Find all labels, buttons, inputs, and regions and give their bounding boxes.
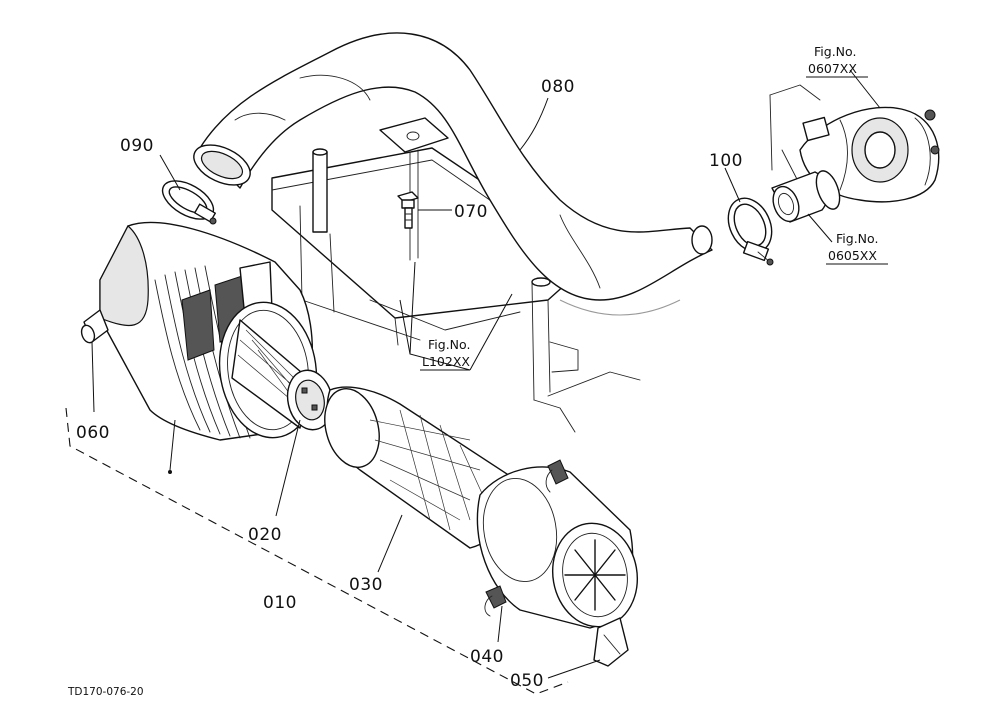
label-010: 010 (263, 593, 297, 613)
label-100: 100 (709, 151, 743, 171)
label-080: 080 (541, 77, 575, 97)
bolt-070 (397, 191, 419, 229)
drawing-code: TD170-076-20 (67, 686, 144, 698)
mounting-frame (271, 117, 681, 433)
fig-ref-l102xx: Fig.No. L102XX (420, 337, 470, 371)
fig-ref-number: 0605XX (828, 248, 877, 263)
label-070: 070 (454, 202, 488, 222)
hose-clamp-090 (161, 180, 217, 225)
fig-ref-caption: Fig.No. (836, 231, 878, 246)
air-cleaner-cover (476, 459, 639, 667)
assembly-boundary (65, 407, 569, 695)
turbocharger-assembly (769, 84, 940, 223)
label-050: 050 (510, 671, 544, 691)
hose-clamp-100 (727, 197, 774, 266)
label-030: 030 (349, 575, 383, 595)
fig-ref-number: L102XX (422, 354, 470, 369)
label-090: 090 (120, 136, 154, 156)
label-020: 020 (248, 525, 282, 545)
intake-hose (193, 32, 713, 301)
label-040: 040 (470, 647, 504, 667)
label-060: 060 (76, 423, 110, 443)
fig-ref-caption: Fig.No. (428, 337, 470, 352)
fig-ref-0605xx: Fig.No. 0605XX (826, 231, 888, 265)
fig-ref-number: 0607XX (808, 61, 857, 76)
leader-lines (91, 69, 881, 679)
inner-filter-element (231, 319, 334, 431)
fig-ref-0607xx: Fig.No. 0607XX (806, 44, 868, 78)
fig-ref-caption: Fig.No. (814, 44, 856, 59)
part-labels: 080 090 070 100 060 020 030 010 040 050 (76, 77, 743, 691)
